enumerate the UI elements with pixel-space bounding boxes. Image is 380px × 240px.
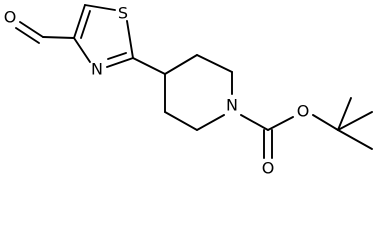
atom-label-piperidine-nitrogen: N [226,96,238,115]
bond-c4-c5-inner [80,10,91,39]
bond-pip-n-c2b [196,114,225,131]
molecule-structure-diagram: O S N N O O [4,4,373,178]
atom-label-carbamate-carbonyl-oxygen: O [262,159,275,178]
bond-cho-c-o-2 [15,27,40,44]
bond-cho-c-o-1 [19,21,44,38]
atom-label-aldehyde-oxygen: O [4,8,17,27]
bond-tbu-methyl-down [337,129,373,150]
bond-pip-c4-c3a [164,54,198,75]
bond-tbu-methyl-right [337,111,373,131]
thiazole-ring [73,4,134,68]
bond-ether-o-tbu-c [312,114,339,131]
bond-tbu-methyl-up [337,97,352,131]
bond-thiazole-piperidine [132,57,166,75]
aldehyde-group [15,21,75,44]
bond-carbonyl-c-ether-o [267,116,294,131]
atom-labels: O S N N O O [4,4,310,178]
bond-n-c4 [73,37,91,63]
piperidine-ring [164,54,233,131]
bond-n-carbonyl-c [240,114,269,131]
atom-label-carbamate-ether-oxygen: O [297,102,310,121]
bond-pip-c2b-c3b [164,111,198,131]
bond-ring-cho [42,36,75,39]
bond-c2-n [106,57,134,68]
atom-label-thiazole-sulfur: S [118,4,128,23]
atom-label-thiazole-nitrogen: N [91,60,103,79]
bond-c5-s [84,4,116,11]
bond-c4-c5 [73,4,86,39]
bond-s-c2 [126,20,134,59]
bond-pip-c3a-c2a [196,54,233,73]
bond-c2-n-inner [107,52,127,60]
boc-group [240,97,373,159]
